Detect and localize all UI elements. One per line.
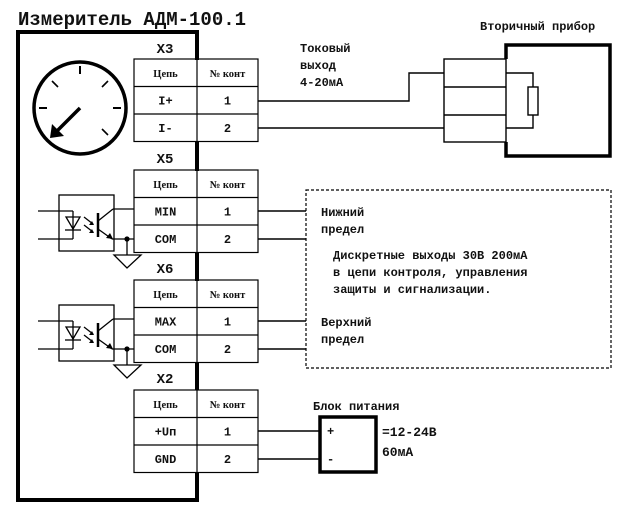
pin-cell: 1 <box>224 95 231 109</box>
gauge-icon <box>32 60 128 156</box>
power-current: 60мА <box>382 445 413 460</box>
optocoupler-x5-icon <box>38 194 143 269</box>
discrete-description-line-3: защиты и сигнализации. <box>333 283 491 297</box>
upper-limit-line-2: предел <box>321 333 364 347</box>
device-enclosure <box>16 30 199 502</box>
discrete-description-line-1: Дискретные выходы 30В 200мА <box>333 249 528 263</box>
current-output-line-1: Токовый <box>300 42 350 56</box>
current-output-line-2: выход <box>300 59 336 73</box>
secondary-device-label: Вторичный прибор <box>480 19 595 34</box>
secondary-device-box <box>504 43 612 158</box>
current-output-line-3: 4-20мА <box>300 76 344 90</box>
lower-limit-line-1: Нижний <box>321 206 364 220</box>
circuit-cell: MAX <box>155 316 177 330</box>
circuit-cell: +Uп <box>155 426 177 440</box>
header-circuit: Цепь <box>153 400 178 411</box>
header-pin: № конт <box>210 69 246 80</box>
header-pin: № конт <box>210 400 246 411</box>
pin-cell: 2 <box>224 233 231 247</box>
header-circuit: Цепь <box>153 69 178 80</box>
header-circuit: Цепь <box>153 290 178 301</box>
connector-x3-label: X3 <box>157 42 174 58</box>
circuit-cell: I+ <box>158 95 172 109</box>
upper-limit-line-1: Верхний <box>321 316 371 330</box>
current-output-wires <box>258 58 539 143</box>
header-pin: № конт <box>210 290 246 301</box>
diagram-title: Измеритель АДМ-100.1 <box>18 9 246 31</box>
pin-cell: 2 <box>224 453 231 467</box>
connector-x6-label: X6 <box>157 262 174 278</box>
connector-x5-label: X5 <box>157 152 174 168</box>
pin-cell: 2 <box>224 122 231 136</box>
circuit-cell: MIN <box>155 206 177 220</box>
circuit-cell: I- <box>158 122 172 136</box>
circuit-cell: GND <box>155 453 177 467</box>
pin-cell: 1 <box>224 316 231 330</box>
power-minus-label: - <box>327 453 334 467</box>
power-wires <box>258 430 320 460</box>
power-supply-box <box>318 415 378 474</box>
discrete-outputs-box <box>305 189 612 369</box>
connector-x2-label: X2 <box>157 372 174 388</box>
header-pin: № конт <box>210 180 246 191</box>
optocoupler-x6-icon <box>38 304 143 379</box>
circuit-cell: COM <box>155 343 177 357</box>
pin-cell: 1 <box>224 206 231 220</box>
power-voltage: =12-24В <box>382 425 437 440</box>
discrete-description-line-2: в цепи контроля, управления <box>333 266 527 280</box>
header-circuit: Цепь <box>153 180 178 191</box>
resistor-icon <box>527 86 539 116</box>
power-plus-label: + <box>327 425 334 439</box>
power-supply-label: Блок питания <box>313 400 399 414</box>
circuit-cell: COM <box>155 233 177 247</box>
discrete-output-wires <box>258 210 306 350</box>
pin-cell: 2 <box>224 343 231 357</box>
pin-cell: 1 <box>224 426 231 440</box>
gauge-needle <box>50 124 64 138</box>
lower-limit-line-2: предел <box>321 223 364 237</box>
